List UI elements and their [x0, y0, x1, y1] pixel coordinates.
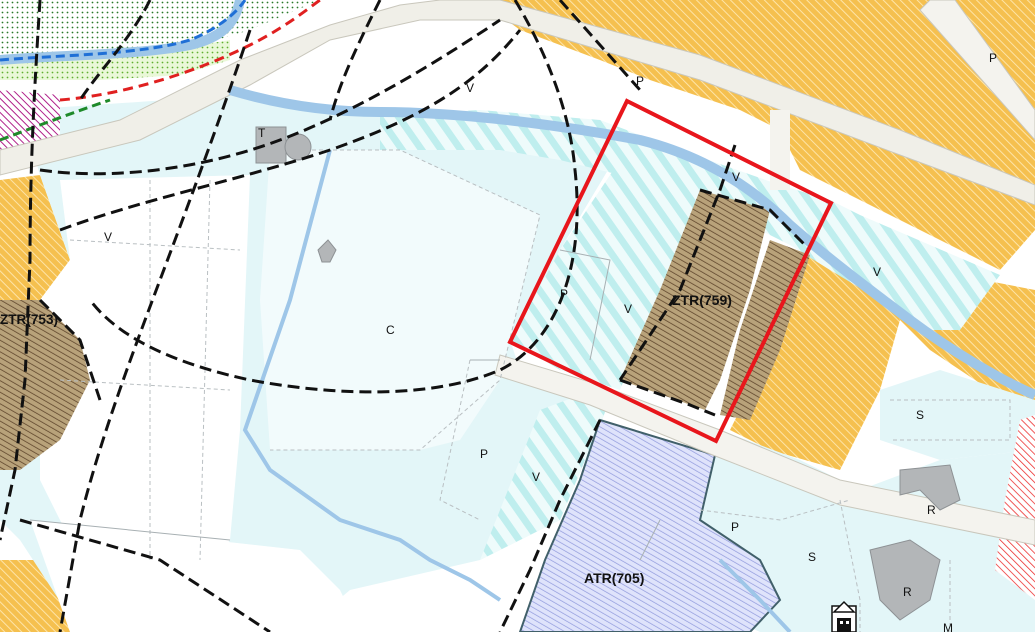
- label-v-lower: V: [532, 470, 540, 484]
- label-p-lower: P: [480, 447, 488, 461]
- label-v-left: V: [104, 230, 112, 244]
- label-v-top: V: [466, 81, 474, 95]
- red-dashed-boundary: [59, 0, 321, 102]
- building-marker-icon[interactable]: [831, 600, 857, 632]
- label-s-bottom: S: [808, 550, 816, 564]
- label-v-right: V: [873, 265, 881, 279]
- river: [228, 85, 1035, 400]
- label-t: T: [258, 126, 266, 140]
- label-ztr-759: ZTR(759): [672, 292, 732, 308]
- road-lower: [494, 354, 1035, 546]
- buildings: [255, 126, 961, 621]
- label-r-lower: R: [903, 585, 912, 599]
- label-ztr-753: ZTR(753): [0, 311, 58, 327]
- zone-labels: P P P P P V V V V V V T C S S R R M ZTR(…: [0, 51, 997, 632]
- atr-zone: [518, 418, 782, 632]
- label-p-topright: P: [989, 51, 997, 65]
- label-m: M: [943, 621, 953, 632]
- label-s-right: S: [916, 408, 924, 422]
- road-right-diagonal: [919, 0, 1035, 141]
- label-p-center: P: [560, 287, 568, 301]
- label-atr-705: ATR(705): [584, 570, 644, 586]
- canal-left: [242, 149, 502, 602]
- label-r-upper: R: [927, 503, 936, 517]
- main-road: [0, 0, 1035, 206]
- label-p-bottom: P: [731, 520, 739, 534]
- road-right-vertical: [770, 110, 790, 190]
- special-zone-right: [995, 415, 1035, 600]
- canal-bottom: [718, 558, 792, 632]
- transformation-zones: [0, 190, 810, 470]
- green-dashed-boundary: [0, 98, 111, 142]
- black-dashed-boundaries: [0, 0, 812, 632]
- parcel-lines: [59, 149, 1011, 632]
- label-v-selected: V: [732, 170, 740, 184]
- parcel-solid-lines: [29, 249, 661, 561]
- blue-dashed-boundary: [0, 0, 247, 62]
- label-v-center: V: [624, 302, 632, 316]
- selected-parcel-outline[interactable]: [507, 98, 834, 444]
- label-p-top: P: [636, 74, 644, 88]
- label-c: C: [386, 323, 395, 337]
